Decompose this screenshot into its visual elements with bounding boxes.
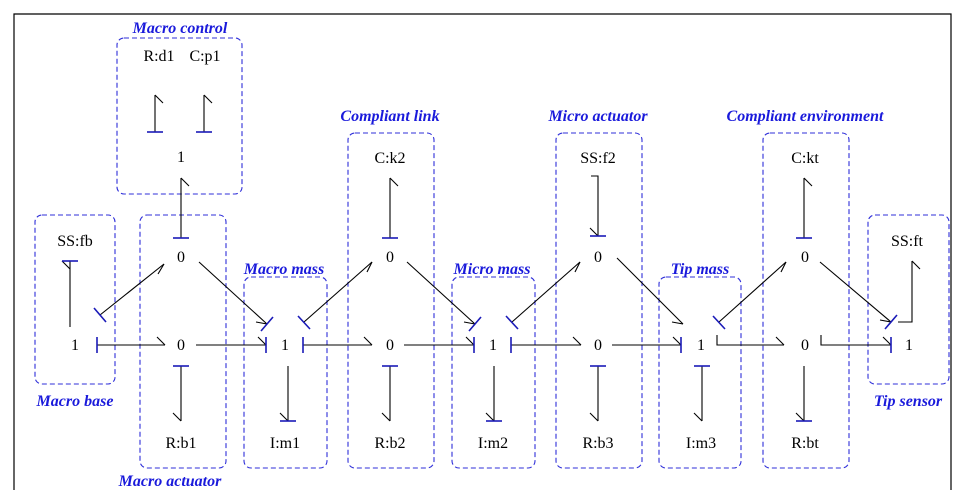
node-zero-a-lower: 0	[177, 337, 185, 354]
node-one-tip: 1	[905, 337, 913, 354]
micro-actuator-box	[555, 132, 643, 469]
caption-macro-actuator: Macro actuator	[118, 473, 222, 490]
group-captions: Macro control Compliant link Micro actua…	[36, 20, 943, 490]
node-c-k2: C:k2	[374, 150, 405, 167]
node-ss-f2: SS:f2	[580, 150, 616, 167]
node-zero-c-lower: 0	[594, 337, 602, 354]
node-one-m3: 1	[697, 337, 705, 354]
node-one-top: 1	[177, 149, 185, 166]
node-i-m2: I:m2	[478, 435, 508, 452]
node-r-b1: R:b1	[165, 435, 196, 452]
node-zero-a-upper: 0	[177, 249, 185, 266]
caption-micro-actuator: Micro actuator	[547, 108, 648, 125]
caption-tip-mass: Tip mass	[671, 261, 730, 278]
node-c-p1: C:p1	[189, 48, 220, 65]
node-one-m1: 1	[281, 337, 289, 354]
node-zero-d-upper: 0	[801, 249, 809, 266]
group-boxes	[34, 37, 950, 469]
node-zero-d-lower: 0	[801, 337, 809, 354]
node-r-d1: R:d1	[143, 48, 174, 65]
node-r-b2: R:b2	[374, 435, 405, 452]
macro-mass-box	[243, 276, 328, 469]
node-zero-b-upper: 0	[386, 249, 394, 266]
node-one-base: 1	[71, 337, 79, 354]
macro-base-box	[34, 214, 116, 385]
caption-compliant-environment: Compliant environment	[727, 108, 884, 125]
node-one-m2: 1	[489, 337, 497, 354]
macro-actuator-box	[139, 214, 227, 469]
caption-macro-base: Macro base	[36, 393, 114, 410]
diagram-frame	[13, 13, 952, 490]
tip-mass-box	[658, 276, 742, 469]
compliant-environment-box	[762, 132, 850, 469]
node-zero-c-upper: 0	[594, 249, 602, 266]
caption-micro-mass: Micro mass	[453, 261, 531, 278]
bonds	[61, 94, 921, 422]
node-i-m1: I:m1	[270, 435, 300, 452]
compliant-link-box	[347, 132, 435, 469]
macro-control-box	[116, 37, 243, 195]
caption-compliant-link: Compliant link	[340, 108, 439, 125]
caption-tip-sensor: Tip sensor	[874, 393, 943, 410]
node-labels: SS:fb 1 R:d1 C:p1 1 0 0 R:b1 1 I:m1 C:k2…	[57, 48, 923, 452]
node-r-b3: R:b3	[582, 435, 613, 452]
caption-macro-mass: Macro mass	[243, 261, 324, 278]
node-ss-fb: SS:fb	[57, 233, 93, 250]
caption-macro-control: Macro control	[132, 20, 228, 37]
node-i-m3: I:m3	[686, 435, 716, 452]
node-ss-ft: SS:ft	[891, 233, 924, 250]
micro-mass-box	[451, 276, 536, 469]
node-r-bt: R:bt	[791, 435, 819, 452]
node-c-kt: C:kt	[791, 150, 819, 167]
tip-sensor-box	[867, 214, 950, 385]
node-zero-b-lower: 0	[386, 337, 394, 354]
